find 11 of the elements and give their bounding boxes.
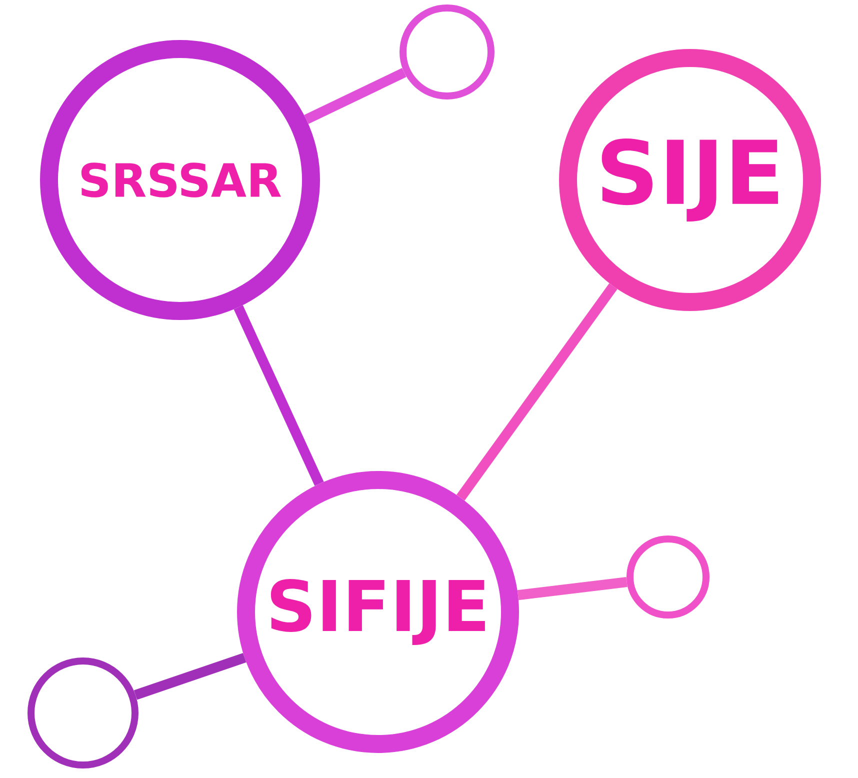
connector-line	[304, 68, 406, 124]
circle-node: SRSSAR	[40, 40, 320, 320]
connector-line	[517, 577, 628, 600]
small-circle	[28, 658, 138, 768]
circle-node: SIFIJE	[237, 471, 519, 753]
connector-line	[234, 305, 324, 486]
connector-line	[456, 283, 618, 501]
small-circle	[400, 4, 494, 100]
circle-node: SIJE	[559, 49, 822, 311]
small-circle	[626, 536, 710, 618]
connector-line	[134, 652, 246, 700]
